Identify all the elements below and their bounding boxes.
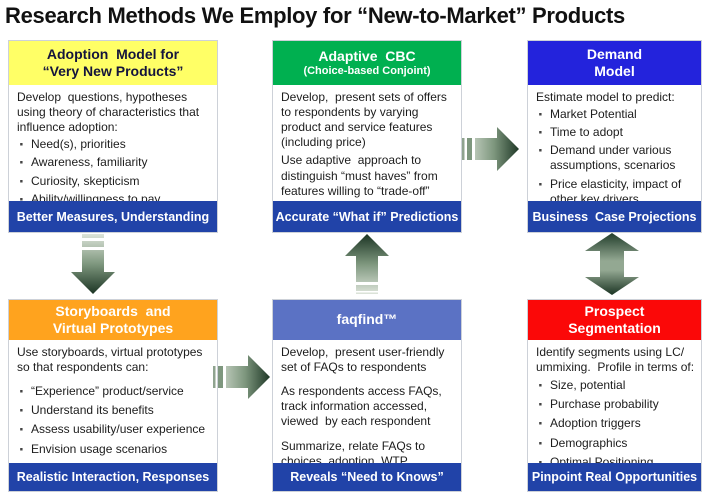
bullet-item: Assess usability/user experience: [17, 419, 214, 441]
card-header: Adoption Model for “Very New Products”: [9, 41, 217, 85]
arrow-right-cbc-to-demand-icon: [462, 127, 519, 171]
arrow-updown-demand-segmentation-icon: [585, 233, 639, 295]
card-body: Develop, present user-friendly set of FA…: [273, 340, 461, 463]
card-footer: Pinpoint Real Opportunities: [528, 463, 701, 491]
card-header: Adaptive CBC (Choice-based Conjoint): [273, 41, 461, 85]
arrow-right-storyboards-to-faqfind-icon: [213, 355, 270, 399]
bullet-item: Market Potential: [536, 104, 698, 126]
card-footer: Better Measures, Understanding: [9, 201, 217, 232]
body-paragraph: Develop, present sets of offers to respo…: [281, 90, 451, 150]
card-subtitle: Segmentation: [568, 320, 661, 336]
bullet-item: Demand under various assumptions, scenar…: [536, 140, 698, 173]
arrow-down-adoption-to-storyboards-icon: [71, 234, 115, 294]
body-paragraph: Estimate model to predict:: [536, 90, 675, 104]
body-paragraph: Develop, present user-friendly set of FA…: [281, 345, 448, 375]
body-paragraph: Use adaptive approach to distinguish “mu…: [281, 153, 442, 198]
card-storyboards-virtual-prototypes: Storyboards and Virtual Prototypes Use s…: [8, 299, 218, 492]
card-body: Develop questions, hypotheses using theo…: [9, 85, 217, 201]
card-title: Adoption Model for: [46, 45, 180, 62]
card-adaptive-cbc: Adaptive CBC (Choice-based Conjoint) Dev…: [272, 40, 462, 233]
bullet-item: Purchase probability: [536, 394, 698, 416]
body-paragraph: Identify segments using LC/​ummixing. Pr…: [536, 345, 695, 375]
card-subtitle: “Very New Products”: [42, 63, 184, 79]
bullet-item: Awareness, familiarity: [17, 152, 214, 174]
body-paragraph: Summarize, relate FAQs to choices, adopt…: [281, 438, 429, 463]
card-adoption-model: Adoption Model for “Very New Products” D…: [8, 40, 218, 233]
card-header: Demand Model: [528, 41, 701, 85]
card-footer: Realistic Interaction, Responses: [9, 463, 217, 491]
card-subtitle: Virtual Prototypes: [52, 320, 174, 336]
card-title: Prospect: [584, 302, 645, 319]
bullet-item: Envision usage scenarios: [17, 439, 214, 461]
card-header: faqfind™: [273, 300, 461, 340]
card-title: faqfind™: [336, 311, 398, 328]
body-paragraph: Use storyboards, virtual prototypes so t…: [17, 345, 206, 375]
bullet-item: Understand its benefits: [17, 400, 214, 422]
bullet-item: Curiosity, skepticism: [17, 171, 214, 193]
bullet-item: Need(s), priorities: [17, 134, 214, 156]
card-footer: Business Case Projections: [528, 201, 701, 232]
body-paragraph: Develop questions, hypotheses using theo…: [17, 90, 203, 135]
card-body: Identify segments using LC/​ummixing. Pr…: [528, 340, 701, 463]
bullet-item: Price elasticity, impact of other key dr…: [536, 174, 698, 201]
card-demand-model: Demand Model Estimate model to predict:M…: [527, 40, 702, 233]
card-header: Prospect Segmentation: [528, 300, 701, 340]
bullet-item: “Experience” product/service: [17, 381, 214, 403]
bullet-item: Time to adopt: [536, 122, 698, 144]
card-footer: Reveals “Need to Knows”: [273, 463, 461, 491]
arrow-up-faqfind-to-cbc-icon: [345, 234, 389, 294]
card-subtitle: Model: [594, 63, 635, 79]
bullet-item: Adoption triggers: [536, 413, 698, 435]
bullet-item: Optimal Positioning: [536, 452, 698, 463]
card-title: Demand: [586, 45, 643, 62]
card-title: Storyboards and: [55, 302, 171, 319]
body-paragraph: As respondents access FAQs, track inform…: [281, 384, 446, 429]
card-title: Adaptive CBC: [318, 47, 416, 64]
bullet-item: Demographics: [536, 433, 698, 455]
card-footer: Accurate “What if” Predictions: [273, 201, 461, 232]
card-body: Use storyboards, virtual prototypes so t…: [9, 340, 217, 463]
card-body: Develop, present sets of offers to respo…: [273, 85, 461, 201]
bullet-item: Size, potential: [536, 375, 698, 397]
card-header: Storyboards and Virtual Prototypes: [9, 300, 217, 340]
card-faqfind: faqfind™ Develop, present user-friendly …: [272, 299, 462, 492]
card-prospect-segmentation: Prospect Segmentation Identify segments …: [527, 299, 702, 492]
card-body: Estimate model to predict:Market Potenti…: [528, 85, 701, 201]
bullet-item: Ability/willingness to pay: [17, 189, 214, 201]
slide-title: Research Methods We Employ for “New-to-M…: [5, 3, 625, 28]
card-subtitle: (Choice-based Conjoint): [303, 64, 431, 77]
